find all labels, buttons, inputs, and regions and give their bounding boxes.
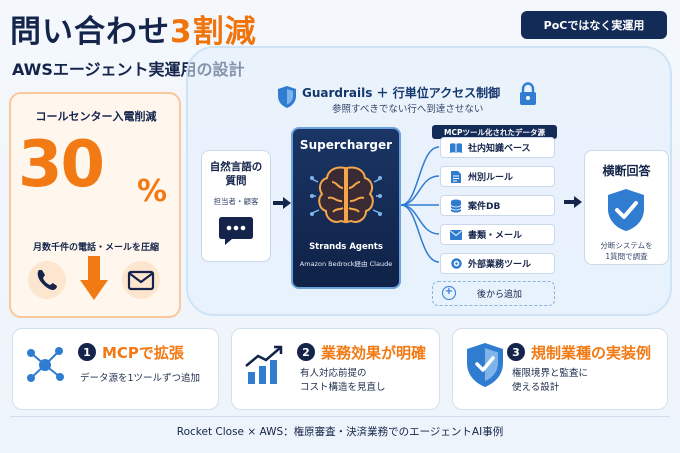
connector-lines [401,146,440,263]
feature-desc: 有人対応前提のコスト構造を見直し [300,368,386,393]
feature-desc: 権限境界と監査に使える設計 [512,368,589,393]
reduction-description: 月数千件の電話・メールを圧縮 [32,243,159,253]
feature-number: 2 [297,343,315,361]
footer-caption: Rocket Close × AWS：権原審査・決済業務でのエージェントAI事例 [176,426,504,438]
file-mail-icon [450,230,462,240]
answer-title: 横断回答 [602,164,651,178]
arrow-right-icon [564,196,582,208]
feature-number: 1 [78,343,96,361]
question-subtitle: 担当者・顧客 [213,197,259,206]
mcp-item-docs-mail: 書類・メール [440,224,555,245]
mcp-item-case-db: 案件DB [440,195,555,216]
mcp-add-slot: 後から追加 [432,281,555,306]
mcp-item-external-tools: 外部業務ツール [440,253,555,274]
chat-icon [219,217,253,245]
feature-title: 規制業種の実装例 [531,344,652,362]
shield-check-icon [467,343,503,387]
reduction-label: コールセンター入電削減 [35,110,157,123]
guardrail-subtitle: 参照すべきでない行へ到達させない [332,104,484,115]
feature-title: 業務効果が明確 [321,344,427,362]
guardrail-title: Guardrails ＋ 行単位アクセス制御 [302,86,501,100]
arrow-right-icon [273,197,291,209]
title-highlight: 3割減 [170,14,257,50]
plus-icon: + [442,286,456,300]
check-shield-icon [608,189,644,231]
core-framework: Strands Agents [309,242,383,252]
feature-number: 3 [507,343,525,361]
growth-chart-icon [245,345,283,384]
book-icon [450,143,462,153]
feature-desc: データ源を1ツールずつ追加 [80,373,201,384]
document-icon [451,171,461,183]
question-card [201,150,271,262]
core-title: Supercharger [299,138,393,152]
mail-icon [122,261,160,299]
arrow-down-icon [80,256,108,300]
core-model: Amazon Bedrock経由 Claude [299,260,393,268]
question-title: 自然言語の質問 [209,161,263,187]
mcp-item-knowledge-base: 社内知識ベース [440,137,555,158]
network-icon [27,347,64,382]
reduction-value: 30 [18,128,105,202]
supercharger-core [291,127,401,289]
page-title: 問い合わせ3割減 [10,14,257,50]
footer-divider [10,416,670,417]
reduction-unit: % [137,174,168,209]
phone-icon [28,261,66,299]
mcp-header: MCPツール化されたデータ源 [432,125,557,139]
feature-title: MCPで拡張 [102,344,184,362]
database-icon [450,199,462,213]
shield-icon [278,86,296,108]
brain-icon [310,166,382,224]
lock-icon [520,82,536,105]
status-badge: PoCではなく実運用 [521,11,667,39]
tool-icon [451,258,462,269]
mcp-item-state-rules: 州別ルール [440,166,555,187]
